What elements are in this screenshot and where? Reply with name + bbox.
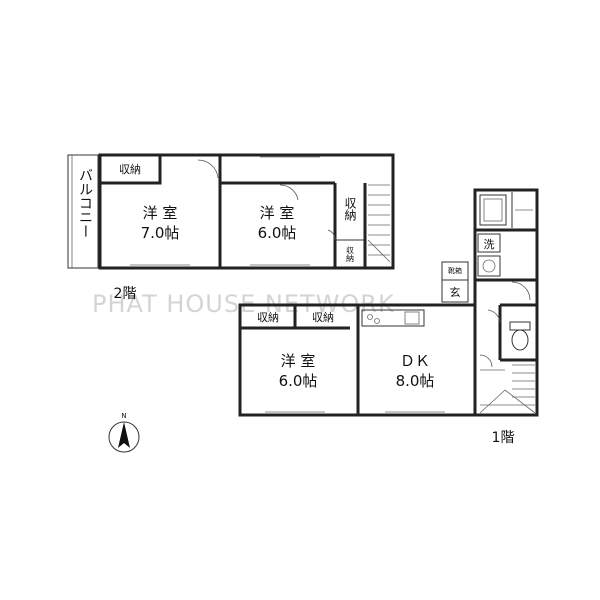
room-western-6-lower-size: 6.0帖	[279, 372, 318, 390]
storage-left-label: 収納	[257, 311, 279, 324]
storage-small: 収納	[346, 245, 355, 263]
room-western-6-upper: 洋 室 6.0帖	[258, 204, 297, 242]
stairs-1f	[479, 354, 536, 414]
storage-top: 収納	[98, 153, 162, 185]
floor-2: バルコニー 収納	[67, 153, 395, 302]
entrance-label: 玄	[450, 285, 461, 299]
balcony-label: バルコニー	[77, 168, 93, 238]
floor-2-label: 2階	[114, 286, 137, 302]
shoe-box-label: 靴箱	[448, 266, 462, 275]
storage-side: 収納	[343, 197, 357, 221]
room-western-7-name: 洋 室	[143, 204, 178, 222]
room-western-6-upper-size: 6.0帖	[258, 224, 297, 242]
north-arrow-icon	[118, 422, 130, 448]
room-dk-size: 8.0帖	[396, 372, 435, 390]
storage-top-label: 収納	[119, 163, 141, 176]
floor-1: 収納 収納 洋 室 6.0帖 ＤＫ 8.0帖	[238, 188, 539, 446]
compass-north-label: N	[121, 412, 126, 420]
room-dk-name: ＤＫ	[400, 352, 430, 370]
floor-1-annex-outline	[473, 188, 539, 417]
room-western-7-size: 7.0帖	[141, 224, 180, 242]
stairs-2f	[367, 184, 391, 263]
floor-1-label: 1階	[492, 430, 515, 446]
storage-side-label: 収納	[343, 197, 357, 221]
storage-right: 収納	[312, 311, 334, 324]
room-western-6-lower-name: 洋 室	[281, 352, 316, 370]
balcony: バルコニー	[67, 154, 99, 269]
room-western-6-lower: 洋 室 6.0帖	[279, 352, 318, 390]
storage-small-label: 収納	[346, 245, 355, 263]
washroom: 洗	[477, 233, 501, 277]
floor-2-outline	[98, 153, 395, 270]
toilet	[487, 309, 531, 351]
room-western-6-upper-name: 洋 室	[260, 204, 295, 222]
north-arrow: N	[108, 412, 140, 453]
storage-left: 収納	[257, 311, 279, 324]
bathtub	[479, 192, 533, 228]
washroom-label: 洗	[484, 238, 495, 251]
kitchen-counter	[361, 309, 425, 327]
room-western-7: 洋 室 7.0帖	[141, 204, 180, 242]
entrance: 靴箱 玄	[441, 261, 531, 303]
room-dk: ＤＫ 8.0帖	[396, 352, 435, 390]
storage-right-label: 収納	[312, 311, 334, 324]
